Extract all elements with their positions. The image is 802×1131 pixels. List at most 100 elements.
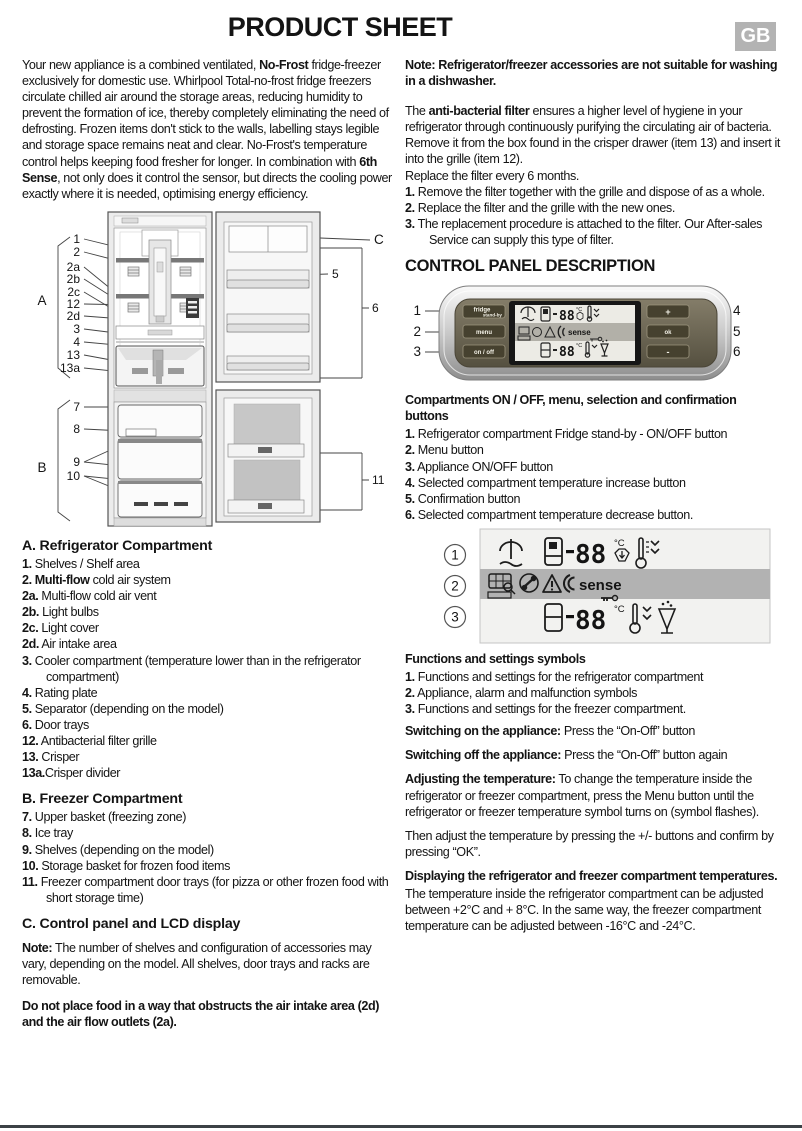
display-heading: Displaying the refrigerator and freezer … (405, 868, 778, 883)
confirm-button-label: ok (664, 330, 672, 336)
callout-label-B: B (37, 460, 46, 475)
list-item: 1. Functions and settings for the refrig… (405, 669, 704, 684)
party-icon (600, 343, 609, 357)
list-item: 3. Cooler compartment (temperature lower… (22, 653, 361, 684)
callout-label: 3 (413, 344, 421, 359)
callout-label: 1 (413, 303, 421, 318)
callout-label: 2d (67, 309, 80, 323)
left-column: Your new appliance is a combined ventila… (22, 57, 392, 1038)
alarm-row-symbols (487, 573, 619, 602)
celsius-label: °C (614, 604, 625, 615)
callout-label: 5 (332, 267, 339, 281)
crisper-drawer (115, 345, 205, 387)
fridge-cabinet (107, 211, 213, 527)
callout-label: 5 (733, 324, 741, 339)
callout-label: 8 (73, 422, 80, 436)
panel-buttons-left: fridge stand-by menu on / off (462, 304, 506, 359)
fridge-icon (544, 536, 563, 566)
antibacterial-grille (186, 297, 199, 318)
list-item: 8. Ice tray (22, 826, 73, 841)
confirm-button (646, 324, 690, 339)
sense-logo-arcs (563, 573, 575, 593)
callout-label: 6 (733, 344, 741, 359)
increase-button (646, 304, 690, 319)
callout-label: 4 (733, 303, 741, 318)
air-vents (127, 266, 192, 313)
switch-on-line: Switching on the appliance: Press the “O… (405, 724, 695, 739)
intro-paragraph: Your new appliance is a combined ventila… (22, 58, 392, 201)
increase-button-label: + (665, 307, 670, 317)
note-paragraph: Note: The number of shelves and configur… (22, 941, 372, 988)
panel-lcd: 88 °C sense 88 (509, 301, 641, 366)
celsius-label: °C (576, 343, 582, 349)
callout-label: 7 (73, 400, 80, 414)
hexagon-arrow-icon (576, 311, 584, 321)
sense-logo-arcs (557, 325, 566, 339)
list-item: 2. Appliance, alarm and malfunction symb… (405, 686, 638, 701)
menu-button (462, 324, 506, 339)
standby-button-label: stand-by (483, 313, 503, 318)
list-item: 2b. Light bulbs (22, 605, 99, 620)
celsius-label: °C (576, 307, 582, 313)
fridge-row-symbols (499, 536, 660, 569)
callout-lines (57, 236, 371, 522)
callout-label: 13 (67, 348, 81, 362)
figure-callouts: 1 2 3 (443, 543, 467, 628)
warning-icon (542, 573, 562, 593)
callout-label: 3 (451, 609, 459, 624)
list-item: 2. Replace the filter and the grille wit… (405, 200, 675, 215)
fridge-temp-digits: 88 (575, 540, 606, 570)
callout-label: 1 (73, 232, 80, 246)
sense-logo-text: sense (579, 577, 622, 594)
list-item: 11. Freezer compartment door trays (for … (22, 874, 389, 905)
callout-label: 11 (372, 473, 385, 487)
fridge-standby-button (462, 304, 506, 319)
callout-label: 1 (451, 547, 459, 562)
replace-line: Replace the filter every 6 months. (405, 168, 579, 183)
thermometer-icon (587, 305, 592, 319)
key-icon (590, 338, 598, 342)
language-badge-gb: GB (735, 22, 776, 51)
callout-labels: 1 2 2a 2b 2c 12 2d 3 4 13 13a A 7 8 9 10… (37, 232, 384, 487)
compartments-heading: Compartments ON / OFF, menu, selection a… (405, 393, 737, 424)
callout-label: 2 (413, 324, 421, 339)
list-item: 12. Antibacterial filter grille (22, 733, 157, 748)
fridge-temp-digits: 88 (559, 309, 575, 324)
functions-heading: Functions and settings symbols (405, 651, 586, 666)
freezer-row-icons (540, 341, 609, 358)
status-row-icons (517, 325, 603, 342)
list-item: 5. Separator (depending on the model) (22, 701, 224, 716)
celsius-label: °C (614, 538, 625, 549)
list-item: 9. Shelves (depending on the model) (22, 842, 214, 857)
callout-label: 6 (372, 301, 379, 315)
list-item: 3. The replacement procedure is attached… (405, 216, 763, 247)
callout-label: 2 (451, 578, 459, 593)
thermometer-icon (632, 603, 638, 625)
list-item: 1. Shelves / Shelf area (22, 556, 140, 571)
temps-paragraph: The temperature inside the refrigerator … (405, 887, 764, 934)
decrease-button (646, 344, 690, 359)
list-item: 2. Multi-flow cold air system (22, 573, 171, 588)
callout-label: 10 (67, 469, 81, 483)
service-icon (519, 573, 539, 593)
callout-label: 13a (60, 361, 80, 375)
hexagon-arrow-icon (614, 548, 630, 562)
list-item: 10. Storage basket for frozen food items (22, 858, 231, 873)
service-icon (532, 327, 542, 338)
list-item: 1. Remove the filter together with the g… (405, 184, 765, 199)
adjusting-paragraph: Adjusting the temperature: To change the… (405, 772, 759, 819)
section-b-heading: B. Freezer Compartment (22, 791, 183, 808)
list-item: 4. Selected compartment temperature incr… (405, 475, 686, 490)
party-icon (657, 608, 677, 634)
list-item: 5. Confirmation button (405, 491, 521, 506)
callout-label: 3 (73, 322, 80, 336)
callout-label: 12 (67, 297, 81, 311)
freezer-door-open (215, 389, 321, 523)
decrease-button-label: - (667, 347, 670, 357)
menu-button-label: menu (476, 330, 492, 336)
freezer-baskets (117, 404, 203, 518)
callout-label-C: C (374, 232, 384, 247)
list-item: 2c. Light cover (22, 621, 99, 636)
freezer-temp-digits: 88 (559, 345, 575, 360)
control-panel-heading: CONTROL PANEL DESCRIPTION (405, 257, 656, 276)
